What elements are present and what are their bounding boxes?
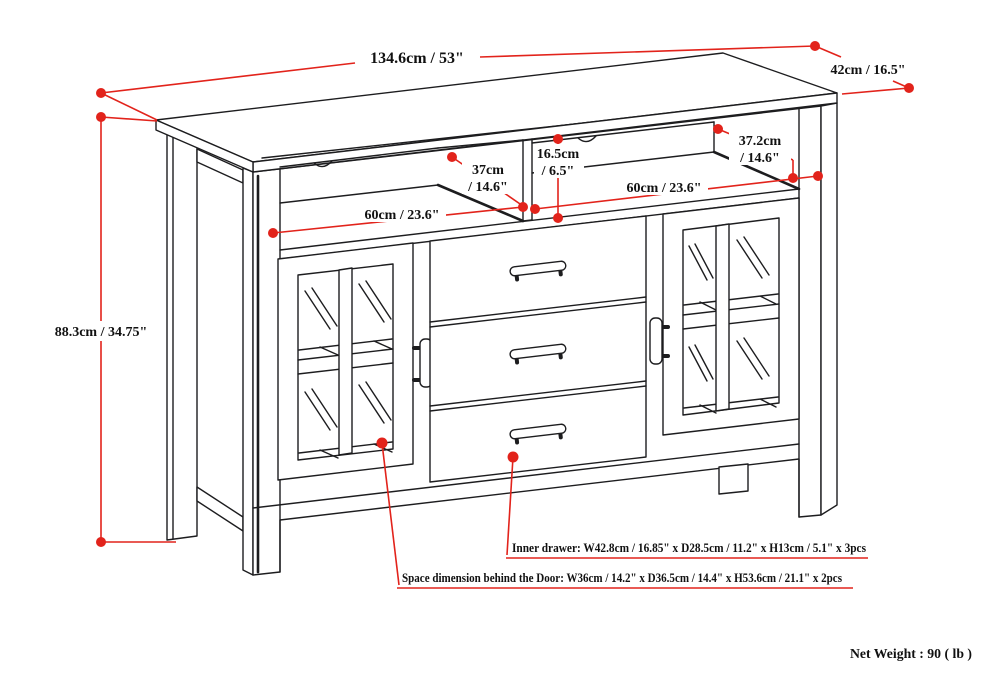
left-door-handle xyxy=(412,338,433,388)
left-shelf-depth-label-2: / 14.6" xyxy=(467,180,508,195)
dimension-right-shelf-depth: 37.2cm / 14.6" xyxy=(713,124,798,183)
door-mullion xyxy=(715,223,730,412)
cable-notch-right xyxy=(577,135,597,143)
drawer-handle-middle xyxy=(509,343,567,365)
right-door xyxy=(649,197,800,436)
dimension-right-shelf-width: 60cm / 23.6" xyxy=(530,171,823,214)
center-foot xyxy=(718,463,749,495)
dimension-shelf-opening-height: 16.5cm / 6.5" xyxy=(534,134,584,223)
right-side-panel xyxy=(820,102,838,516)
callout-door-space: Space dimension behind the Door: W36cm /… xyxy=(376,437,853,589)
overall-depth-label: 42cm / 16.5" xyxy=(830,63,905,78)
drawer-stack xyxy=(429,215,647,483)
dimension-left-shelf-depth: 37cm / 14.6" xyxy=(447,152,524,207)
overall-height-label: 88.3cm / 34.75" xyxy=(55,325,148,340)
right-shelf-width-label: 60cm / 23.6" xyxy=(626,181,701,196)
drawer-handle-bottom xyxy=(509,423,567,445)
overall-width-label: 134.6cm / 53" xyxy=(370,50,464,67)
left-door xyxy=(277,242,433,481)
right-shelf-depth-label-2: / 14.6" xyxy=(739,151,780,166)
dimension-overall-height: 88.3cm / 34.75" xyxy=(42,112,176,547)
net-weight-label: Net Weight : 90 ( lb ) xyxy=(850,647,972,662)
shelf-opening-height-label-2: / 6.5" xyxy=(541,164,575,179)
left-shelf-depth-label-1: 37cm xyxy=(472,163,504,178)
callout-inner-drawer: Inner drawer: W42.8cm / 16.85" x D28.5cm… xyxy=(506,451,868,559)
right-door-handle xyxy=(649,317,670,365)
door-space-annotation: Space dimension behind the Door: W36cm /… xyxy=(402,570,842,585)
cable-notch-left xyxy=(313,160,333,168)
left-shelf-width-label: 60cm / 23.6" xyxy=(364,208,439,223)
left-side-structure xyxy=(166,116,254,576)
glass-lines xyxy=(688,236,770,382)
dimension-overall-depth: 42cm / 16.5" xyxy=(810,41,914,95)
glass-lines xyxy=(304,280,392,431)
inner-drawer-annotation: Inner drawer: W42.8cm / 16.85" x D28.5cm… xyxy=(512,540,866,555)
drawer-handle-top xyxy=(509,260,567,282)
dimension-overall-width: 134.6cm / 53" xyxy=(96,45,816,121)
door-mullion xyxy=(338,267,353,456)
shelf-opening-height-label-1: 16.5cm xyxy=(537,147,580,162)
right-shelf-depth-label-1: 37.2cm xyxy=(739,134,782,149)
